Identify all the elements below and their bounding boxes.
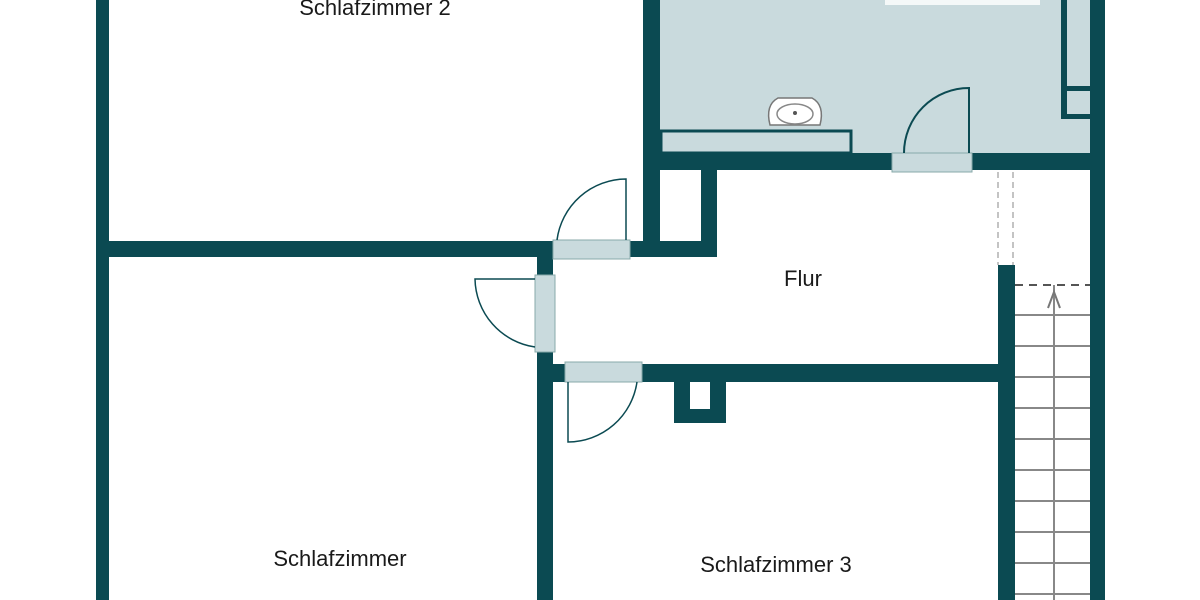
bathroom-counter: [659, 129, 853, 155]
wall-flur-bottom: [537, 364, 1015, 382]
wall-stairs-left: [998, 265, 1015, 600]
bathroom-area: [660, 0, 1090, 153]
bathroom-wall-left: [643, 0, 660, 257]
stair-arrow-icon: [1047, 289, 1061, 309]
opening-dashed: [997, 172, 1014, 265]
wall-schlafzimmer2-bottom: [96, 241, 556, 257]
door-schlafzimmer-2[interactable]: [552, 178, 631, 260]
shaft-wall-right: [701, 170, 717, 257]
shaft-wall-bottom: [628, 241, 717, 257]
washbasin-icon: [767, 97, 823, 126]
staircase: [1015, 284, 1090, 600]
room-label-schlafzimmer: Schlafzimmer: [273, 546, 406, 571]
outer-wall-left: [96, 0, 109, 600]
door-schlafzimmer-3[interactable]: [564, 361, 643, 443]
room-label-schlafzimmer-2: Schlafzimmer 2: [299, 0, 451, 20]
room-label-flur: Flur: [784, 266, 822, 291]
room-label-schlafzimmer-3: Schlafzimmer 3: [700, 552, 852, 577]
bathroom-partition: [1061, 0, 1091, 119]
bathroom-wall-bottom: [643, 153, 1105, 170]
door-schlafzimmer[interactable]: [474, 274, 556, 353]
bathroom-label-plate: [885, 0, 1040, 5]
door-bathroom[interactable]: [891, 86, 973, 173]
shaft-small-inner: [690, 382, 710, 409]
outer-wall-right: [1090, 0, 1105, 600]
